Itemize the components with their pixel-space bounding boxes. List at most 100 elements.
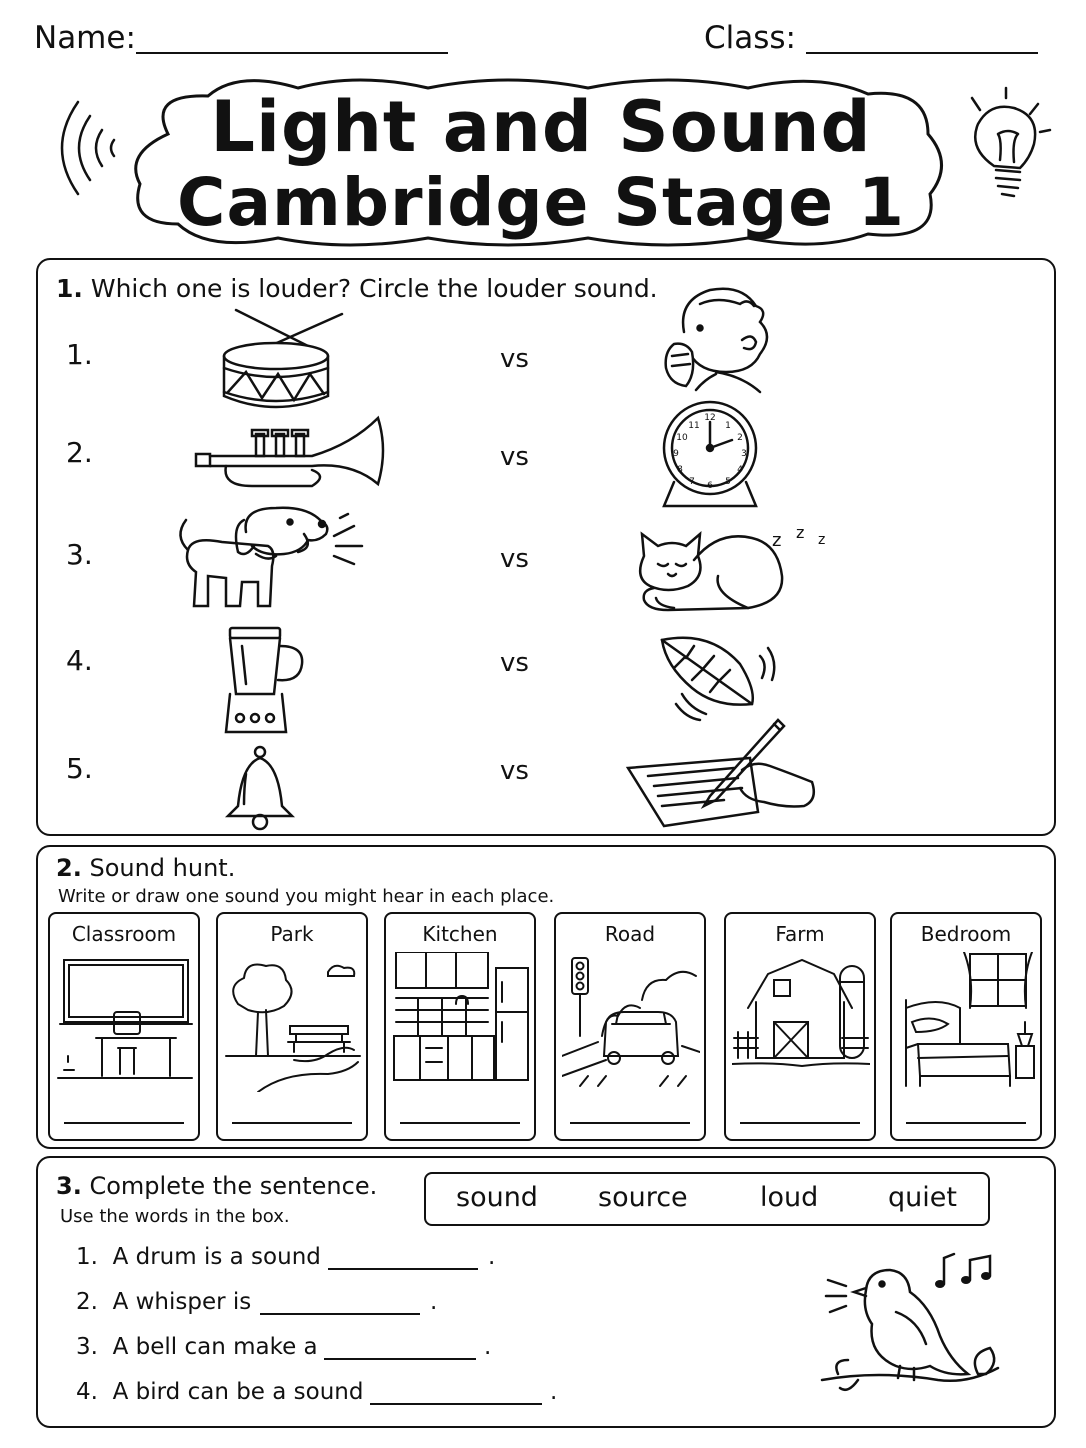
clock-number-1: 1 (725, 421, 731, 431)
sentence-text: A drum is a sound (112, 1244, 321, 1270)
sentence-1-period: . (488, 1244, 496, 1270)
whispering-boy-icon[interactable] (656, 280, 780, 394)
drum-icon[interactable] (216, 306, 346, 414)
word-bank: sound source loud quiet (424, 1172, 990, 1226)
leaf-icon[interactable] (656, 634, 778, 724)
place-name: Bedroom (920, 922, 1012, 946)
class-label: Class: (704, 20, 797, 56)
sleeping-cat-icon[interactable]: z z z (628, 520, 862, 620)
sentence-number: 3. (76, 1334, 98, 1360)
name-label: Name: (34, 20, 136, 56)
clock-number-5: 5 (725, 477, 731, 487)
sentence-number: 4. (76, 1379, 98, 1405)
item-5-number: 5. (66, 752, 93, 785)
item-5-vs: vs (500, 756, 529, 786)
sentence-number: 1. (76, 1244, 98, 1270)
class-write-line[interactable] (806, 52, 1038, 54)
sentence-2-period: . (430, 1289, 438, 1315)
title-cloud-frame (134, 78, 943, 247)
place-card-classroom[interactable]: Classroom (48, 912, 200, 1141)
section-2-panel (36, 845, 1056, 1149)
item-4-vs: vs (500, 648, 529, 678)
pencil-writing-icon[interactable] (624, 714, 818, 828)
sound-waves-icon (60, 100, 116, 196)
clock-number-6: 6 (707, 481, 713, 491)
sleep-z-3: z (818, 532, 825, 548)
place-card-bedroom[interactable]: Bedroom (890, 912, 1042, 1141)
sleep-z-2: z (796, 523, 804, 542)
section-2-heading: 2. Sound hunt. (56, 854, 235, 882)
clock-number-2: 2 (737, 433, 743, 443)
clock-number-7: 7 (689, 477, 695, 487)
clock-number-12: 12 (704, 413, 715, 423)
sleep-z-1: z (772, 530, 781, 551)
trumpet-icon[interactable] (192, 414, 392, 494)
section-3-instruction: Use the words in the box. (60, 1206, 290, 1227)
section-1-heading-text: Which one is louder? Circle the louder s… (90, 274, 658, 303)
place-name: Road (604, 922, 656, 946)
clock-icon[interactable]: 12 1 2 3 4 5 6 7 8 9 10 11 (656, 400, 766, 512)
sentence-1-blank[interactable] (328, 1268, 478, 1270)
singing-bird-icon (820, 1252, 1000, 1391)
place-name: Park (270, 922, 314, 946)
place-name: Kitchen (422, 922, 498, 946)
section-3-number: 3. (56, 1172, 82, 1200)
item-2-vs: vs (500, 442, 529, 472)
kitchen-icon (393, 952, 529, 1081)
section-3-panel (36, 1156, 1056, 1428)
item-1-vs: vs (500, 344, 529, 374)
road-icon (562, 957, 700, 1087)
sentence-text: A bird can be a sound (112, 1379, 364, 1405)
clock-number-10: 10 (676, 433, 688, 443)
place-card-road[interactable]: Road (554, 912, 706, 1141)
place-name: Classroom (71, 922, 177, 946)
item-1-number: 1. (66, 338, 93, 371)
name-write-line[interactable] (136, 52, 448, 54)
place-answer-line[interactable] (740, 1122, 860, 1124)
sentence-2-blank[interactable] (260, 1313, 420, 1315)
word-loud: loud (760, 1182, 819, 1213)
park-icon (225, 963, 361, 1092)
word-quiet: quiet (888, 1182, 957, 1213)
barking-dog-icon[interactable] (172, 506, 368, 616)
place-answer-line[interactable] (400, 1122, 520, 1124)
section-1-number: 1. (56, 274, 83, 303)
place-answer-line[interactable] (570, 1122, 690, 1124)
sentence-number: 2. (76, 1289, 98, 1315)
title-line-2: Cambridge Stage 1 (177, 164, 905, 241)
clock-number-4: 4 (737, 465, 743, 475)
clock-number-3: 3 (741, 449, 747, 459)
section-2-number: 2. (56, 854, 82, 882)
section-3-heading: 3. Complete the sentence. (56, 1172, 377, 1200)
place-card-farm[interactable]: Farm (724, 912, 876, 1141)
title-line-1: Light and Sound (210, 86, 872, 168)
item-3-number: 3. (66, 538, 93, 571)
bell-icon[interactable] (224, 744, 298, 832)
sentence-4: 4. A bird can be a sound (76, 1379, 363, 1405)
sentence-3: 3. A bell can make a (76, 1334, 318, 1360)
item-4-number: 4. (66, 644, 93, 677)
place-answer-line[interactable] (64, 1122, 184, 1124)
section-1-panel (36, 258, 1056, 836)
section-2-heading-text: Sound hunt. (89, 854, 236, 882)
sentence-2: 2. A whisper is (76, 1289, 251, 1315)
sentence-4-blank[interactable] (370, 1403, 542, 1405)
sentence-3-period: . (484, 1334, 492, 1360)
bedroom-icon (905, 952, 1035, 1087)
sentence-3-blank[interactable] (324, 1358, 476, 1360)
blender-icon[interactable] (220, 624, 310, 738)
clock-number-11: 11 (688, 421, 699, 431)
farm-icon (732, 958, 870, 1068)
section-2-instruction: Write or draw one sound you might hear i… (58, 886, 555, 907)
place-card-park[interactable]: Park (216, 912, 368, 1141)
clock-number-9: 9 (673, 449, 679, 459)
place-answer-line[interactable] (906, 1122, 1026, 1124)
word-sound: sound (456, 1182, 538, 1213)
place-answer-line[interactable] (232, 1122, 352, 1124)
item-3-vs: vs (500, 544, 529, 574)
section-3-heading-text: Complete the sentence. (89, 1172, 378, 1200)
place-card-kitchen[interactable]: Kitchen (384, 912, 536, 1141)
word-source: source (598, 1182, 688, 1213)
sentence-text: A bell can make a (112, 1334, 318, 1360)
place-name: Farm (775, 922, 825, 946)
